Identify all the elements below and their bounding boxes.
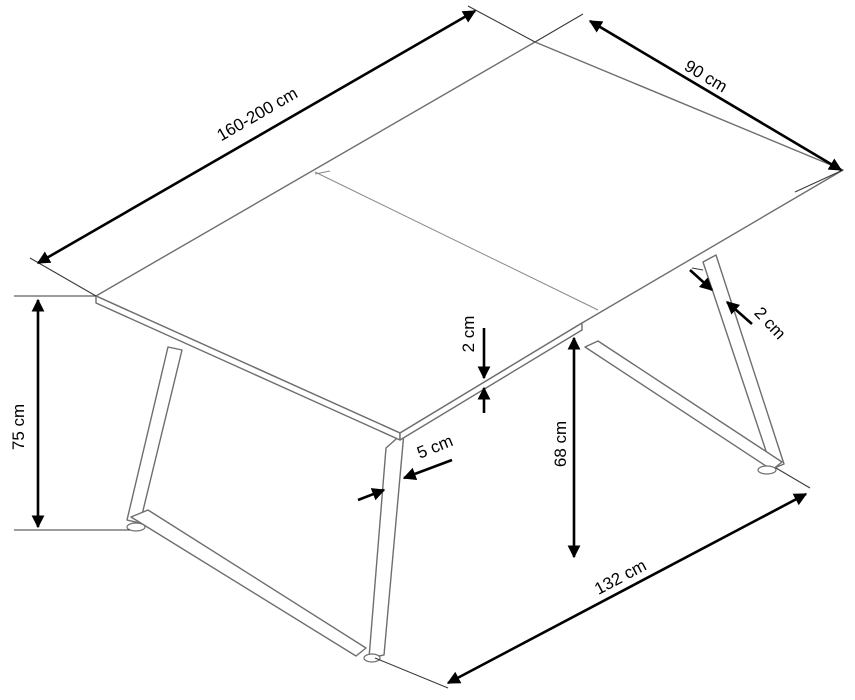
front-leg [363,431,405,663]
height-label: 75 cm [9,404,28,450]
leg-width-arrow-out [402,458,453,480]
table-top [95,41,844,441]
leg-thickness-arrow-out [726,301,753,325]
base-length-dimension-line [446,492,808,685]
foot-front [363,653,381,663]
width-dimension-line [588,19,843,172]
length-dimension-line [36,9,477,265]
top-thickness-label: 2 cm [459,316,478,353]
leg-width-arrow-in [357,488,386,502]
dimension-arrows [31,9,843,685]
foot-back-right [757,465,777,475]
leg-thickness-label: 2 cm [751,303,790,343]
clearance-label: 68 cm [551,421,570,467]
leg-width-label: 5 cm [414,431,455,462]
back-leg-frame [584,254,785,475]
extension-lines [14,5,844,689]
left-leg-frame [126,346,367,657]
leg-thickness-arrow-in [689,269,713,291]
foot-left [126,522,146,532]
